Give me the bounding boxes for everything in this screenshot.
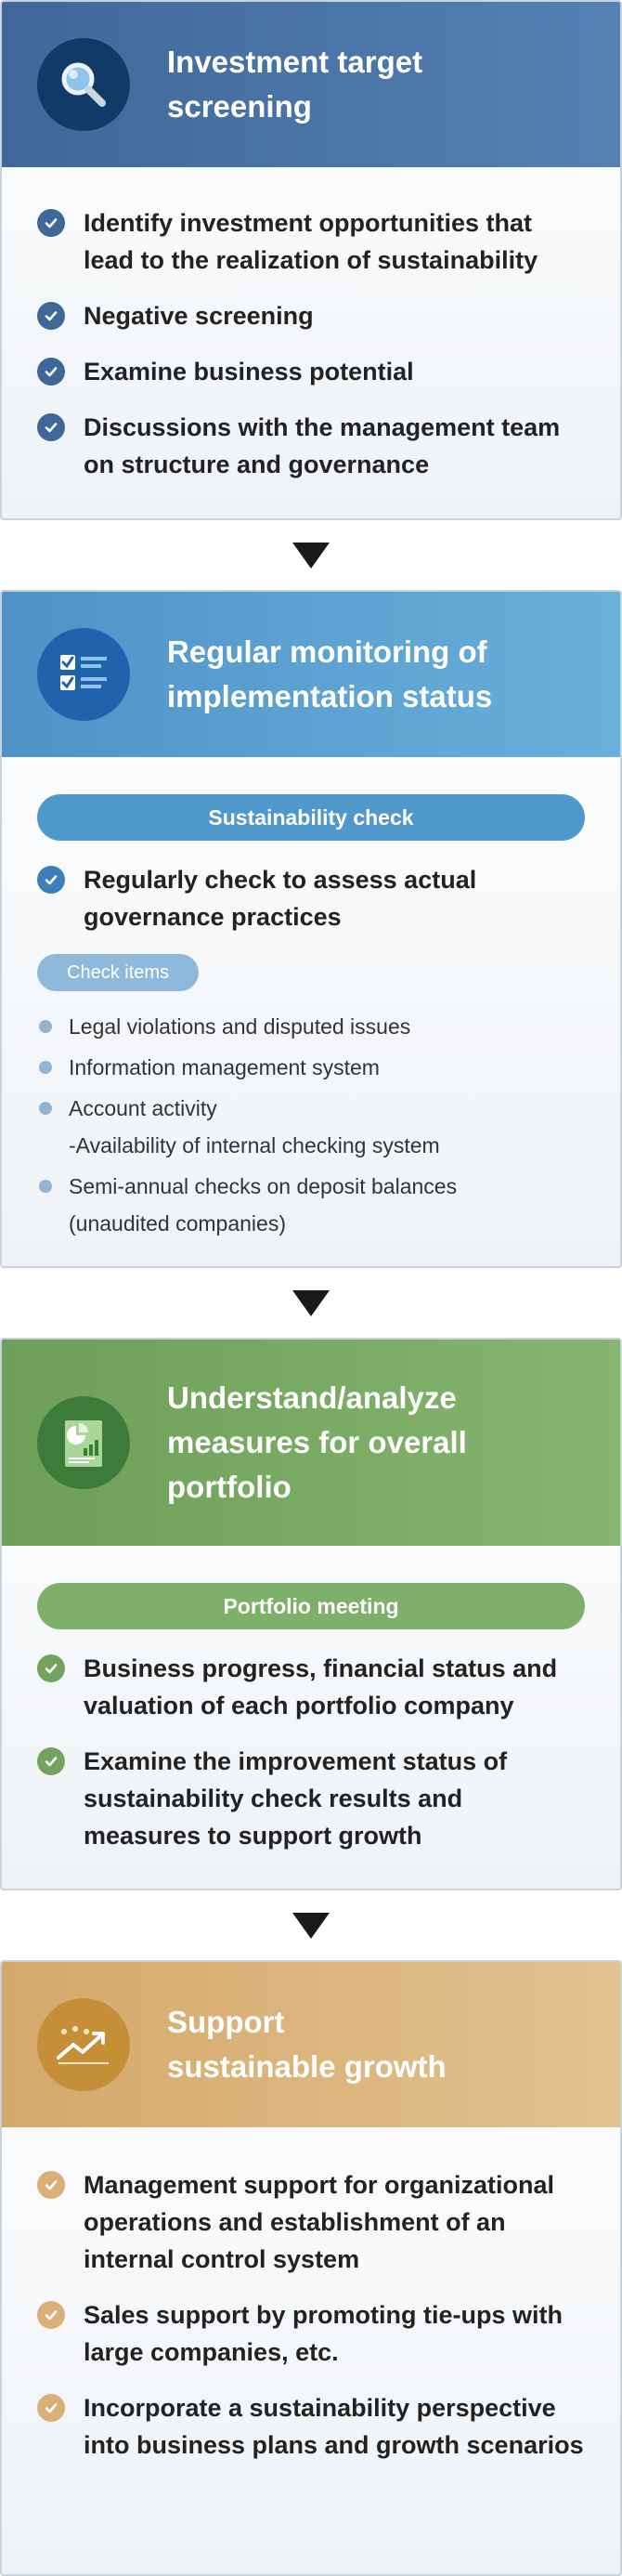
item-text: Semi-annual checks on deposit balances (…	[69, 1168, 457, 1242]
step-header: Investment target screening	[2, 2, 620, 167]
step-body: Portfolio meeting Business progress, fin…	[2, 1546, 620, 1889]
item-text: Sales support by promoting tie-ups with …	[84, 2301, 564, 2366]
bullet-icon	[39, 1020, 52, 1033]
checkmark-icon	[37, 1747, 65, 1775]
step-portfolio-analysis: Understand/analyze measures for overall …	[0, 1338, 622, 1890]
item-line: Semi-annual checks on deposit balances	[69, 1174, 458, 1198]
sustainability-check-bar: Sustainability check	[37, 794, 585, 841]
bullet-icon	[39, 1061, 52, 1074]
report-chart-icon	[37, 1396, 130, 1489]
list-item: Regularly check to assess actual governa…	[37, 861, 585, 935]
step-header: Support sustainable growth	[2, 1962, 620, 2127]
list-item: Legal violations and disputed issues	[37, 1008, 585, 1045]
list-item: Semi-annual checks on deposit balances (…	[37, 1168, 585, 1242]
checkmark-icon	[37, 2394, 65, 2422]
item-text: Information management system	[69, 1055, 380, 1079]
item-text: Examine business potential	[84, 358, 414, 386]
title-line: sustainable growth	[167, 2049, 447, 2084]
flow-arrow	[0, 520, 622, 590]
step-title: Investment target screening	[167, 45, 423, 124]
step-title: Support sustainable growth	[167, 2000, 447, 2089]
list-item: Information management system	[37, 1049, 585, 1086]
step-body: Identify investment opportunities that l…	[2, 167, 620, 518]
item-text: Management support for organizational op…	[84, 2171, 555, 2273]
item-line: -Availability of internal checking syste…	[69, 1133, 440, 1157]
checkmark-icon	[37, 302, 65, 330]
step-header: Regular monitoring of implementation sta…	[2, 592, 620, 757]
item-text: Identify investment opportunities that l…	[84, 209, 538, 274]
checkmark-icon	[37, 2171, 65, 2199]
list-item: Sales support by promoting tie-ups with …	[37, 2296, 585, 2371]
step-header: Understand/analyze measures for overall …	[2, 1340, 620, 1546]
list-item: Discussions with the management team on …	[37, 409, 585, 483]
checkmark-icon	[37, 358, 65, 386]
check-list: Regularly check to assess actual governa…	[37, 861, 585, 935]
list-item: Incorporate a sustainability perspective…	[37, 2389, 585, 2464]
step-body: Management support for organizational op…	[2, 2127, 620, 2501]
list-item: Examine business potential	[37, 353, 585, 390]
list-item: Business progress, financial status and …	[37, 1650, 585, 1724]
checkmark-icon	[37, 2301, 65, 2329]
checkmark-icon	[37, 209, 65, 237]
item-line: (unaudited companies)	[69, 1211, 286, 1236]
item-text: Negative screening	[84, 302, 314, 330]
list-item: Identify investment opportunities that l…	[37, 204, 585, 279]
check-items-list: Legal violations and disputed issues Inf…	[37, 1008, 585, 1242]
item-text: Incorporate a sustainability perspective…	[84, 2394, 584, 2459]
flow-arrow	[0, 1890, 622, 1960]
growth-arrow-icon	[37, 1998, 130, 2091]
list-item: Account activity -Availability of intern…	[37, 1090, 585, 1164]
down-arrow-icon	[292, 542, 330, 569]
checkmark-icon	[37, 866, 65, 894]
item-text: Discussions with the management team on …	[84, 413, 561, 478]
item-text: Regularly check to assess actual governa…	[84, 866, 477, 931]
item-text: Legal violations and disputed issues	[69, 1014, 411, 1039]
checkmark-icon	[37, 413, 65, 441]
title-line: Support	[167, 2005, 285, 2039]
flow-arrow	[0, 1268, 622, 1338]
magnifier-icon	[37, 38, 130, 131]
step-investment-screening: Investment target screening Identify inv…	[0, 0, 622, 520]
list-item: Negative screening	[37, 297, 585, 334]
step-regular-monitoring: Regular monitoring of implementation sta…	[0, 590, 622, 1268]
item-text: Account activity -Availability of intern…	[69, 1090, 440, 1164]
check-items-label: Check items	[37, 954, 200, 991]
down-arrow-icon	[292, 1289, 330, 1316]
list-item: Examine the improvement status of sustai…	[37, 1743, 585, 1854]
bullet-icon	[39, 1180, 52, 1193]
checklist-icon	[37, 628, 130, 721]
item-text: Business progress, financial status and …	[84, 1654, 558, 1720]
check-list: Management support for organizational op…	[37, 2166, 585, 2464]
step-title: Regular monitoring of implementation sta…	[167, 634, 493, 713]
step-body: Sustainability check Regularly check to …	[2, 757, 620, 1266]
check-list: Identify investment opportunities that l…	[37, 204, 585, 483]
step-title: Understand/analyze measures for overall …	[167, 1380, 467, 1504]
portfolio-meeting-bar: Portfolio meeting	[37, 1583, 585, 1629]
step-support-growth: Support sustainable growth Management su…	[0, 1960, 622, 2576]
down-arrow-icon	[292, 1912, 330, 1939]
bullet-icon	[39, 1102, 52, 1115]
item-text: Examine the improvement status of sustai…	[84, 1747, 508, 1850]
checkmark-icon	[37, 1654, 65, 1682]
check-list: Business progress, financial status and …	[37, 1650, 585, 1854]
item-line: Account activity	[69, 1096, 217, 1120]
list-item: Management support for organizational op…	[37, 2166, 585, 2278]
